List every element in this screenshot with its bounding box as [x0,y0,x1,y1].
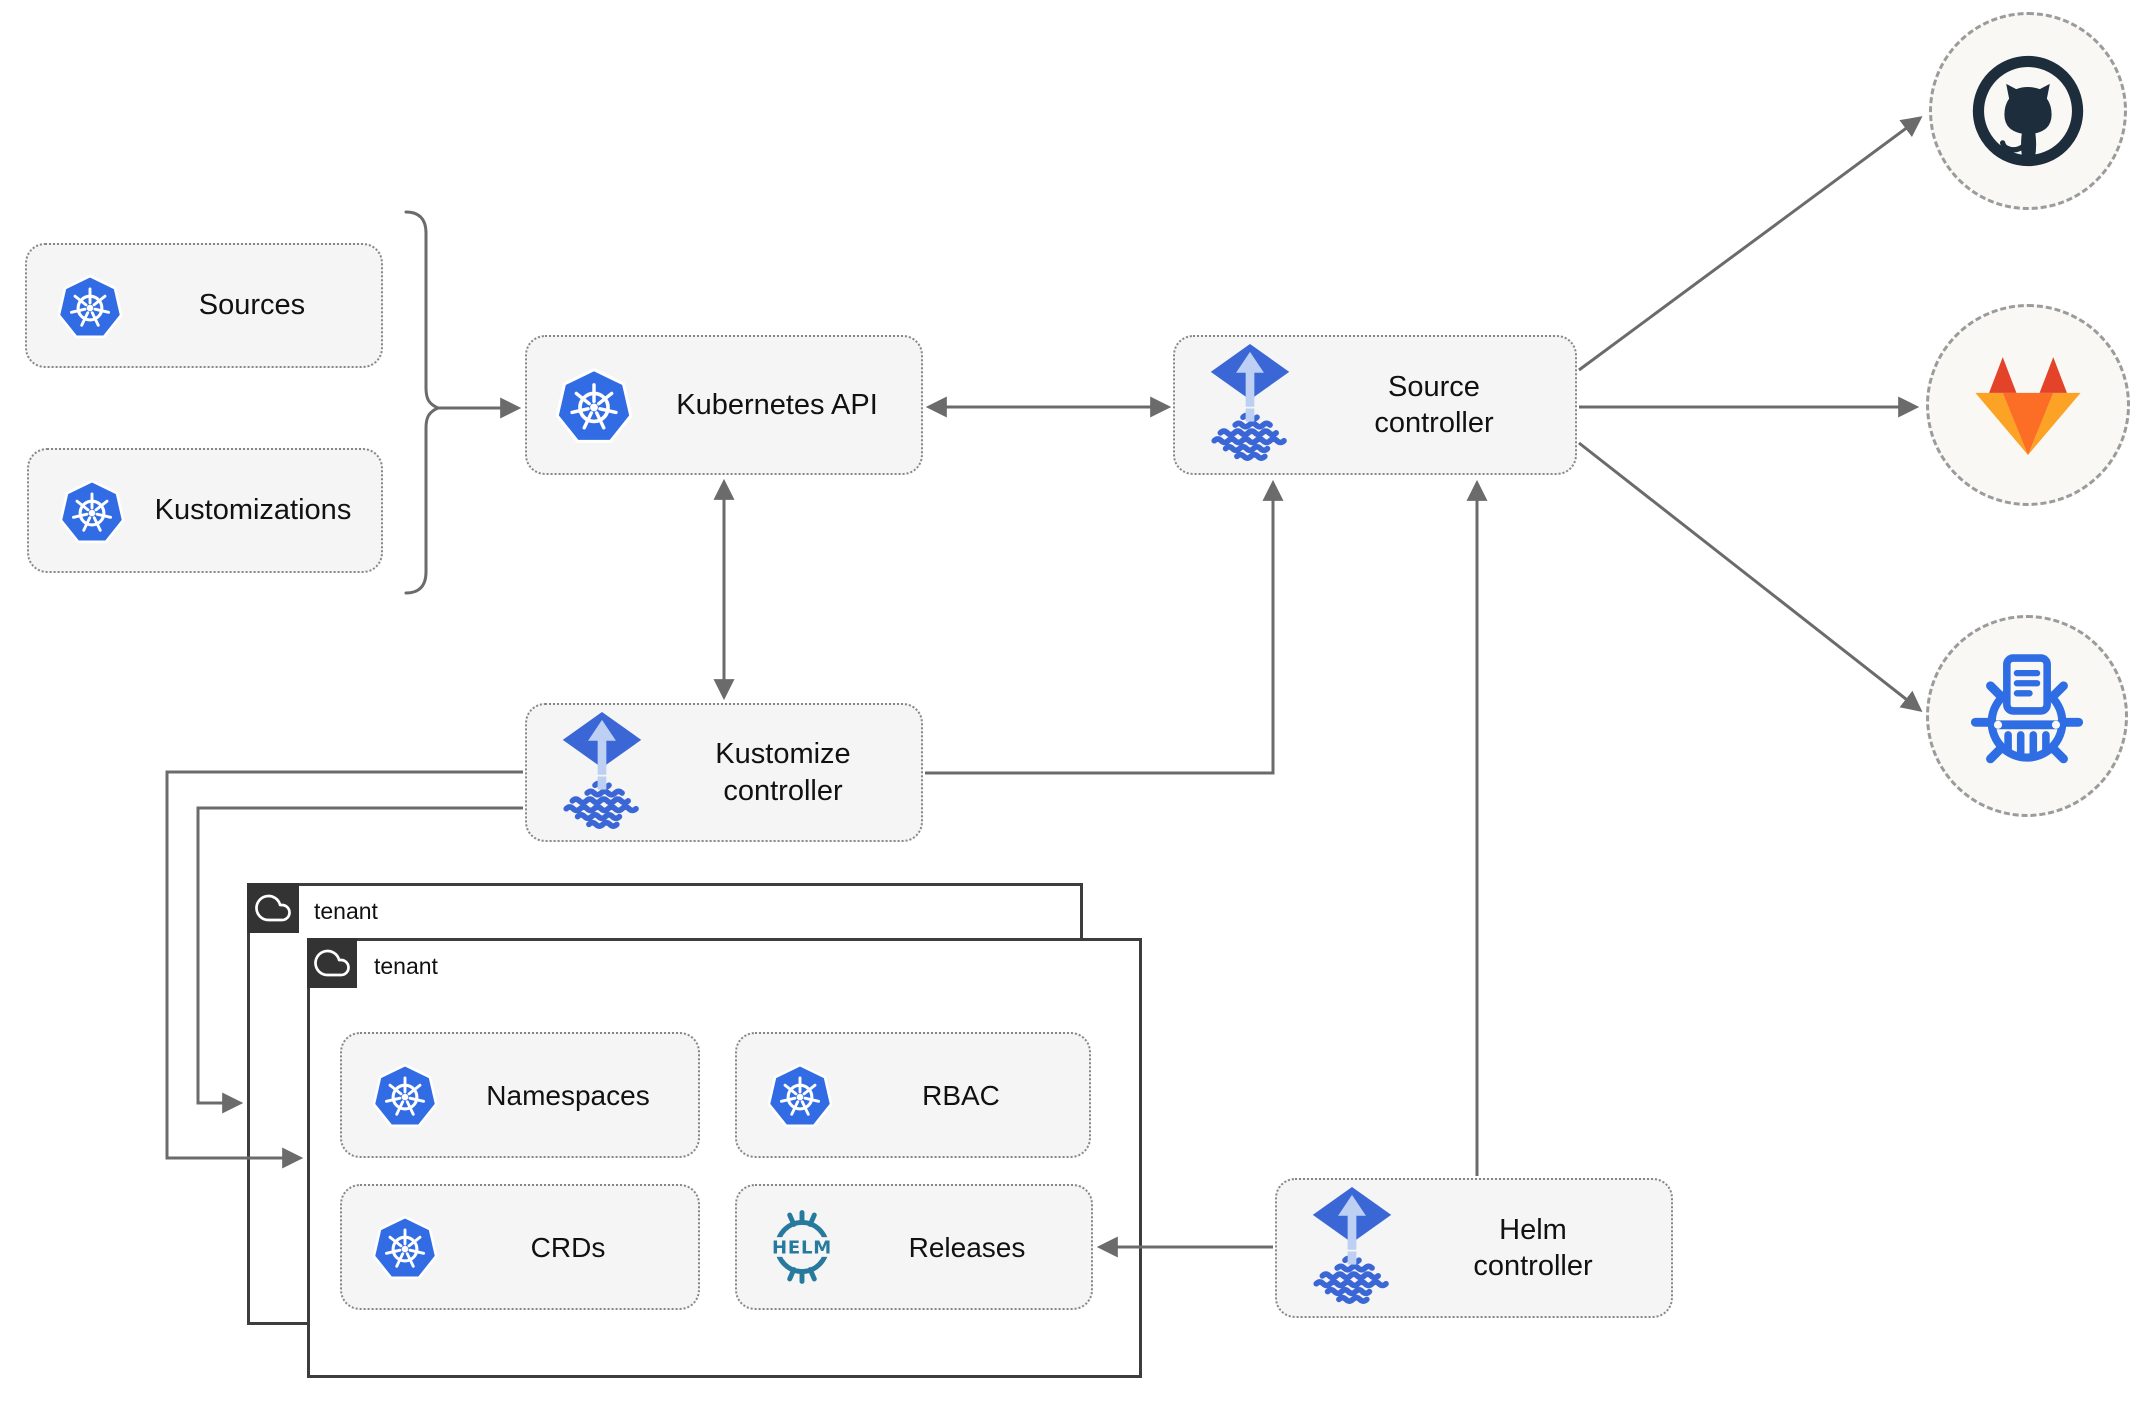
cloud-icon [314,945,350,981]
edge-source-to-github [1578,116,1923,372]
node-kustomize-controller: Kustomize controller [525,703,923,842]
node-rbac: RBAC [735,1032,1091,1158]
kubernetes-icon [372,1214,438,1280]
flux-icon [1207,344,1293,466]
kubernetes-icon [57,273,123,339]
flux-icon [559,712,645,834]
endpoint-chartmuseum [1926,615,2128,817]
tenant-label: tenant [314,898,378,924]
kubernetes-icon [372,1062,438,1128]
node-label: Kubernetes API [676,388,878,421]
cloud-tab [307,938,357,988]
chartmuseum-icon [1970,654,2084,764]
node-label: Helm controller [1473,1213,1593,1282]
kubernetes-icon [555,366,633,444]
edge-source-to-chartmuseum [1578,441,1923,712]
node-helm-controller: Helm controller [1275,1178,1673,1318]
github-icon [1972,55,2084,167]
gitlab-icon [1975,357,2081,455]
node-label: Namespaces [486,1079,650,1111]
node-label: Kustomizations [154,494,352,527]
helm-wordmark: HELM [772,1238,832,1259]
node-label: CRDs [530,1231,606,1263]
endpoint-gitlab [1926,304,2130,506]
cloud-tab [247,883,299,933]
cloud-icon [255,890,291,926]
tenant-box-front: tenant [307,938,1142,1378]
kubernetes-icon [59,478,125,544]
brace-group-resources [404,210,442,595]
endpoint-github [1929,12,2127,210]
flux-icon [1309,1187,1395,1309]
node-source-controller: Source controller [1173,335,1577,475]
node-label: RBAC [922,1079,1000,1111]
node-kubernetes-api: Kubernetes API [525,335,923,475]
edge-kustomize-to-source [925,479,1284,775]
kubernetes-icon [767,1062,833,1128]
node-kustomizations: Kustomizations [27,448,383,573]
node-label: Sources [198,289,306,322]
node-releases: HELM Releases [735,1184,1093,1310]
node-crds: CRDs [340,1184,700,1310]
node-label: Source controller [1374,370,1494,439]
helm-icon: HELM [765,1210,839,1284]
node-sources: Sources [25,243,383,368]
node-label: Releases [908,1231,1026,1263]
node-namespaces: Namespaces [340,1032,700,1158]
tenant-label: tenant [374,953,438,979]
node-label: Kustomize controller [715,738,851,807]
